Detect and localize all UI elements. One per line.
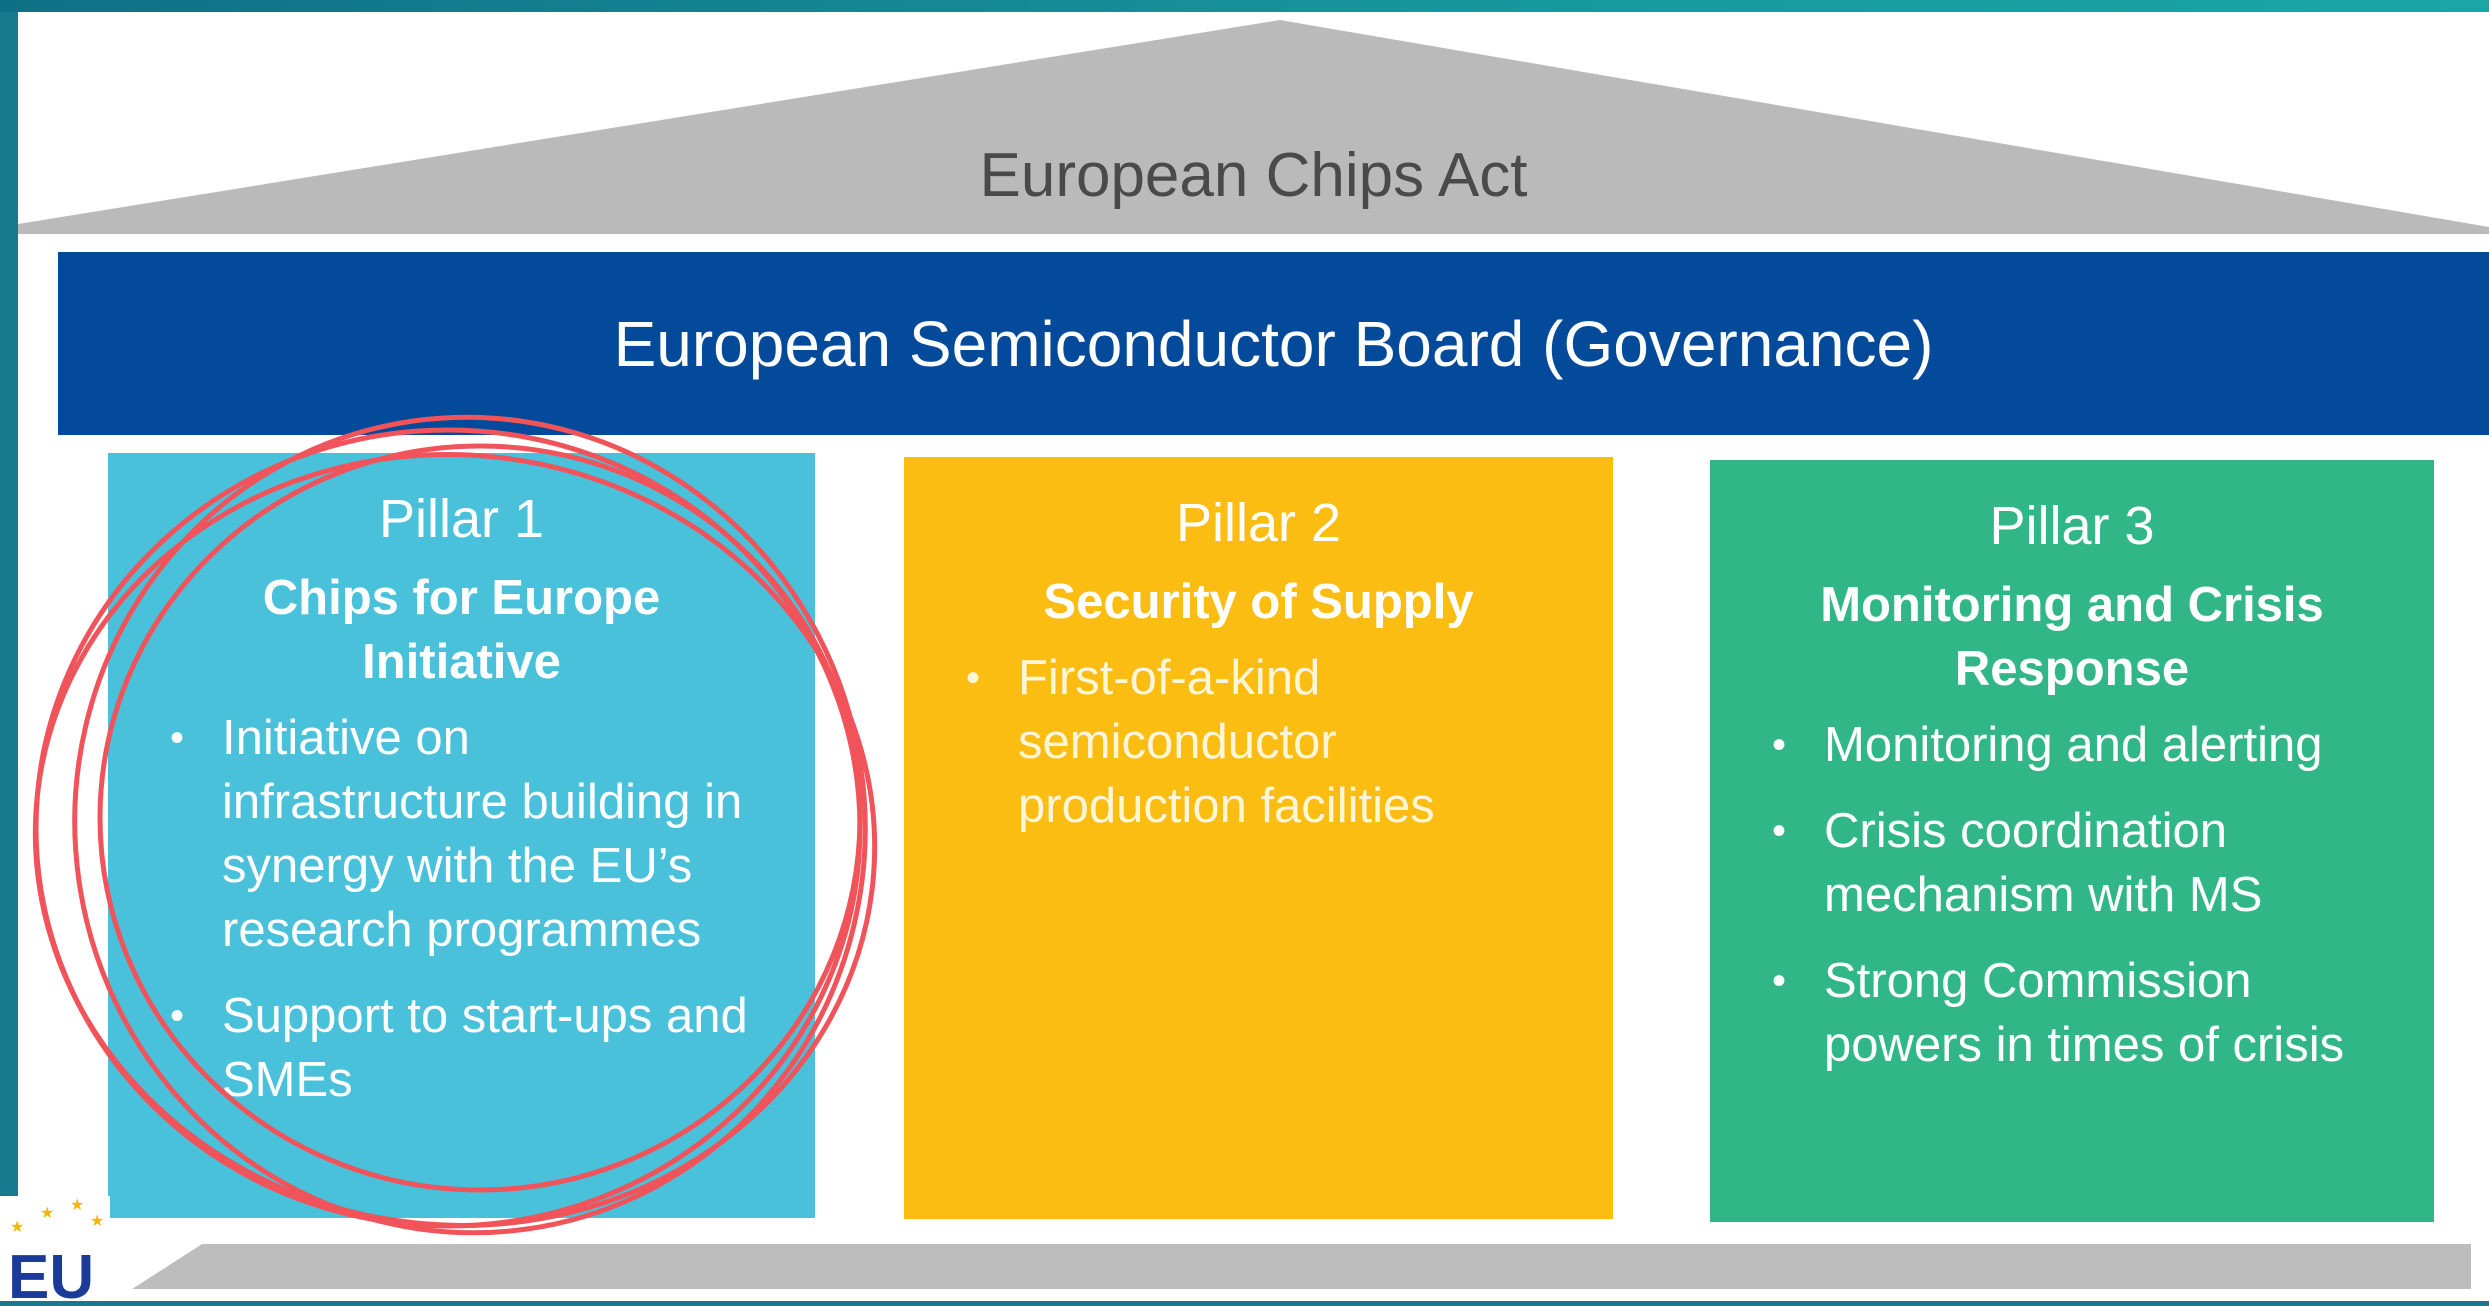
bullet-text-line: Initiative on [222, 710, 470, 765]
svg-text:★: ★ [40, 1203, 54, 1222]
svg-text:★: ★ [90, 1211, 104, 1230]
svg-text:★: ★ [70, 1196, 84, 1214]
board-label: European Semiconductor Board (Governance… [613, 307, 1934, 380]
frame-top-bar [0, 0, 2489, 12]
pillar-title: Pillar 1 [378, 489, 545, 549]
pillar-bullet-list: • First-of-a-kind semiconductor producti… [952, 646, 1565, 838]
bullet-item: • Strong Commission powers in times of c… [1758, 949, 2386, 1077]
bullet-text-line: Crisis coordination [1824, 803, 2228, 858]
eu-logo-text: EU [8, 1243, 94, 1301]
bullet-text-line: production facilities [1018, 778, 1435, 833]
pillar-subtitle: Security of Supply [952, 570, 1565, 634]
governance-board-bar: European Semiconductor Board (Governance… [58, 252, 2489, 435]
pillar-bullet-list: • Initiative on infrastructure building … [156, 706, 767, 1112]
pillar-subtitle-line: Chips for Europe [262, 570, 661, 625]
pillar-bullet-list: • Monitoring and alerting • Crisis coord… [1758, 713, 2386, 1077]
pillar-subtitle-line: Initiative [362, 634, 561, 689]
roof-shape [18, 20, 2489, 234]
roof: European Chips Act [18, 12, 2489, 237]
bullet-text-line: synergy with the EU’s [222, 838, 693, 893]
bullet-text-line: research programmes [222, 902, 702, 957]
pillar-title: Pillar 2 [1175, 493, 1342, 553]
foundation-base [132, 1244, 2471, 1289]
bullet-item: • Monitoring and alerting [1758, 713, 2386, 777]
bullet-text-line: Support to start-ups and [222, 988, 748, 1043]
bullet-icon: • [1772, 958, 1787, 1003]
bullet-text-line: Strong Commission [1824, 953, 2252, 1008]
roof-title: European Chips Act [979, 141, 1528, 210]
bullet-item: • Initiative on infrastructure building … [156, 706, 767, 962]
svg-text:★: ★ [10, 1217, 24, 1236]
bullet-icon: • [1772, 808, 1787, 853]
pillar-subtitle: Chips for Europe Initiative [156, 566, 767, 694]
bullet-icon: • [1772, 722, 1787, 767]
pillar-subtitle: Monitoring and Crisis Response [1758, 573, 2386, 701]
pillar-2-card: Pillar 2 Security of Supply • First-of-a… [904, 457, 1613, 1219]
bullet-text-line: First-of-a-kind [1018, 650, 1321, 705]
pillar-subtitle-line: Response [1954, 641, 2190, 696]
eu-logo-icon: ★ ★ ★ ★ EU [0, 1195, 110, 1306]
bullet-text-line: infrastructure building in [222, 774, 743, 829]
bullet-icon: • [966, 655, 981, 700]
bullet-text-line: Monitoring and alerting [1824, 717, 2323, 772]
pillar-1-card: Pillar 1 Chips for Europe Initiative • I… [108, 453, 815, 1218]
pillar-3-card: Pillar 3 Monitoring and Crisis Response … [1710, 460, 2434, 1222]
pillar-subtitle-line: Monitoring and Crisis [1820, 577, 2324, 632]
bullet-text-line: SMEs [222, 1052, 353, 1107]
pillar-title: Pillar 3 [1989, 496, 2155, 556]
bullet-text-line: powers in times of crisis [1824, 1017, 2345, 1072]
eu-logo: ★ ★ ★ ★ EU [0, 1195, 110, 1306]
bullet-text-line: semiconductor [1018, 714, 1337, 769]
bullet-icon: • [170, 715, 185, 760]
pillar-subtitle-line: Security of Supply [1043, 574, 1474, 629]
bullet-item: • Crisis coordination mechanism with MS [1758, 799, 2386, 927]
bullet-item: • Support to start-ups and SMEs [156, 984, 767, 1112]
bullet-text-line: mechanism with MS [1824, 867, 2263, 922]
bullet-item: • First-of-a-kind semiconductor producti… [952, 646, 1565, 838]
bullet-icon: • [170, 993, 185, 1038]
